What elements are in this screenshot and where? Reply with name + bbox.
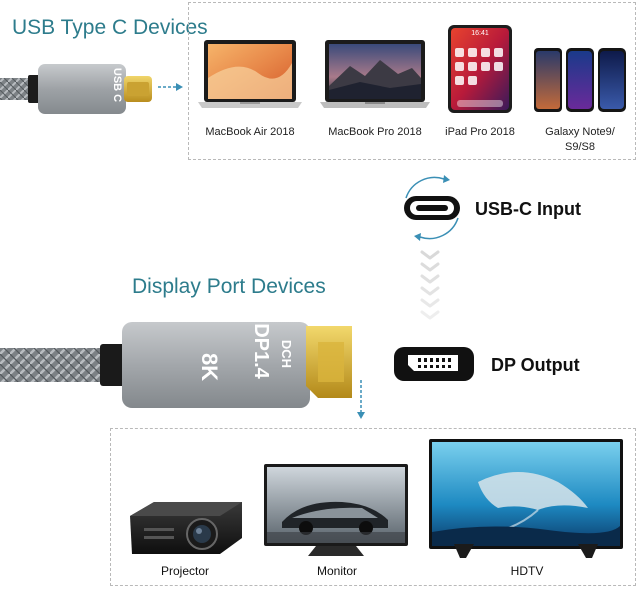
dp-output-label: DP Output: [491, 355, 580, 375]
dp-devices-box: [110, 428, 636, 586]
usb-c-input-label: USB-C Input: [475, 199, 581, 219]
device-label-galaxy-line1: Galaxy Note9/: [545, 126, 615, 138]
chevron-down-icon: [418, 248, 442, 324]
arrow-right-icon: [158, 80, 184, 94]
usb-c-port-icon: [394, 170, 470, 246]
laptop-icon: [320, 38, 430, 114]
device-label-galaxy-line2: S9/S8: [565, 141, 595, 153]
device-label-macbook-pro: MacBook Pro 2018: [328, 126, 422, 138]
monitor-icon: [262, 462, 410, 558]
dp-brand-logo: DCH: [279, 339, 294, 369]
device-label-hdtv: HDTV: [510, 564, 544, 578]
dp-cable: [0, 314, 372, 418]
device-label-projector: Projector: [160, 564, 210, 578]
projector-icon: [124, 498, 250, 558]
usb-section-title: USB Type C Devices: [12, 16, 208, 39]
laptop-icon: [198, 38, 302, 114]
usb-c-cable: [0, 58, 160, 122]
arrow-down-icon: [354, 380, 368, 420]
dp-port-icon: [392, 345, 476, 385]
usb-devices-box: [188, 2, 636, 160]
dp-connector-text-2: 8K: [197, 352, 222, 382]
dp-connector-text-1: DP1.4: [250, 323, 272, 379]
ipad-clock: 16:41: [471, 30, 489, 37]
device-label-galaxy: Galaxy Note9/ S9/S8: [530, 125, 630, 155]
device-label-ipad-pro: iPad Pro 2018: [445, 126, 515, 138]
device-label-macbook-air: MacBook Air 2018: [205, 126, 295, 138]
tv-icon: [428, 438, 624, 560]
usb-c-connector-text: USB C: [111, 67, 123, 103]
device-label-monitor: Monitor: [316, 564, 357, 578]
dp-section-title: Display Port Devices: [132, 275, 326, 298]
phone-icon: [532, 46, 630, 114]
tablet-icon: [447, 24, 513, 114]
